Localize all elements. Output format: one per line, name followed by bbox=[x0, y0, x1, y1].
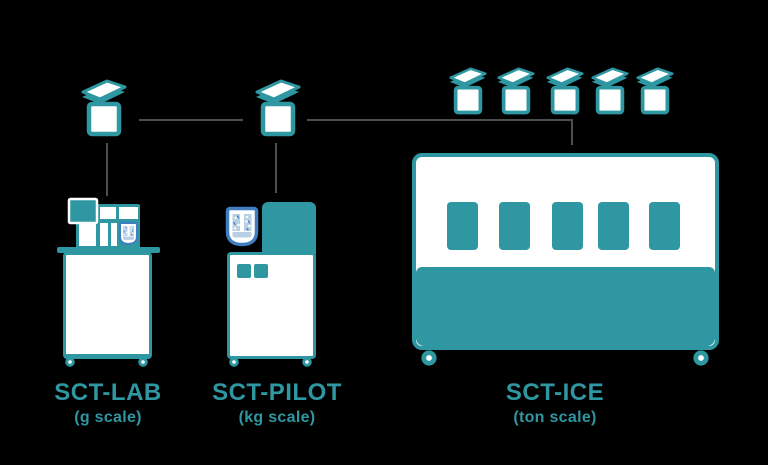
container-with-lid-icon bbox=[255, 79, 301, 137]
wheel-icon bbox=[65, 357, 75, 367]
machine-title: SCT-PILOT bbox=[212, 379, 342, 406]
container-with-lid-icon-small bbox=[497, 67, 535, 115]
container-with-lid-icon bbox=[81, 79, 127, 137]
lab-top-lip bbox=[57, 247, 160, 253]
lab-instrument-module bbox=[67, 197, 140, 249]
connector-line-corner-down bbox=[571, 119, 573, 145]
wheel-icon bbox=[138, 357, 148, 367]
crystallizer-vessel-icon bbox=[118, 221, 139, 245]
ice-door-panel bbox=[447, 202, 478, 250]
pilot-panel-button bbox=[237, 264, 251, 278]
crystallizer-vessel-icon bbox=[224, 206, 260, 249]
machine-label-sct-ice: SCT-ICE (ton scale) bbox=[506, 381, 604, 426]
machine-title: SCT-ICE bbox=[505, 379, 605, 406]
machine-scale: (ton scale) bbox=[513, 409, 597, 426]
pilot-panel-button bbox=[254, 264, 268, 278]
container-with-lid-icon-small bbox=[546, 67, 584, 115]
container-with-lid-icon-small bbox=[636, 67, 674, 115]
ice-door-panel bbox=[598, 202, 629, 250]
machine-label-sct-pilot: SCT-PILOT (kg scale) bbox=[212, 381, 342, 426]
pilot-top-unit bbox=[262, 202, 316, 254]
connector-line-box2-right bbox=[307, 119, 573, 121]
wheel-icon bbox=[229, 357, 239, 367]
wheel-icon bbox=[302, 357, 312, 367]
ice-door-panel bbox=[649, 202, 680, 250]
wheel-icon bbox=[421, 350, 437, 366]
container-with-lid-icon-small bbox=[591, 67, 629, 115]
machine-title: SCT-LAB bbox=[54, 379, 162, 406]
connector-line-box1-lab bbox=[106, 143, 108, 196]
wheel-icon bbox=[693, 350, 709, 366]
lab-cabinet bbox=[63, 252, 152, 359]
ice-door-panel bbox=[552, 202, 583, 250]
connector-line-box2-pilot bbox=[275, 143, 277, 193]
machine-label-sct-lab: SCT-LAB (g scale) bbox=[54, 381, 162, 426]
machine-scale: (g scale) bbox=[74, 409, 142, 426]
ice-lower-band bbox=[416, 267, 715, 346]
container-with-lid-icon-small bbox=[449, 67, 487, 115]
machine-scale: (kg scale) bbox=[238, 409, 316, 426]
ice-door-panel bbox=[499, 202, 530, 250]
connector-line-box1-box2 bbox=[139, 119, 243, 121]
